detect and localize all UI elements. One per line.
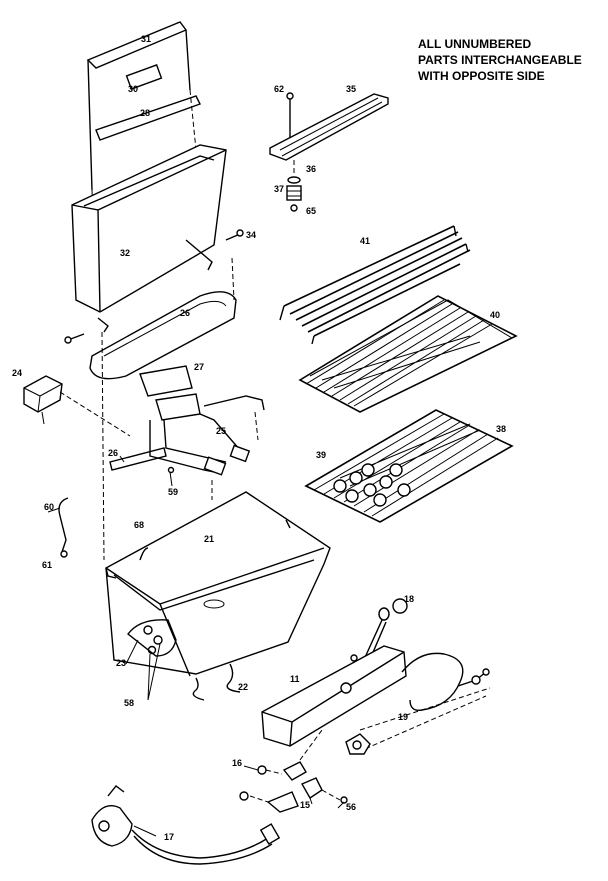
- label-60: 60: [44, 502, 54, 512]
- label-11: 11: [290, 674, 300, 684]
- label-36: 36: [306, 164, 316, 174]
- label-28: 28: [140, 108, 150, 118]
- label-19: 19: [398, 712, 408, 722]
- label-21: 21: [204, 534, 214, 544]
- label-26-burner: 26: [180, 308, 190, 318]
- label-65: 65: [306, 206, 316, 216]
- warming-rack: [279, 225, 471, 345]
- label-41: 41: [360, 236, 370, 246]
- briquette-grate: [304, 409, 514, 523]
- label-39: 39: [316, 450, 326, 460]
- leader-lines: [47, 455, 345, 837]
- label-26-bracket: 26: [108, 448, 118, 458]
- label-16: 16: [232, 758, 242, 768]
- label-56: 56: [346, 802, 356, 812]
- part-labels: 31 30 28 32 34 62 35 36 37 65 41 40 38 3…: [12, 34, 506, 842]
- label-15: 15: [300, 800, 310, 810]
- igniter-wire: [357, 652, 491, 753]
- label-17: 17: [164, 832, 174, 842]
- label-37: 37: [274, 184, 284, 194]
- assembly-guide-lines: [101, 257, 259, 561]
- label-31: 31: [141, 34, 151, 44]
- cooking-grate: [298, 295, 518, 413]
- igniter-base: [345, 733, 371, 755]
- hood-body: [71, 144, 227, 333]
- warming-rack-bracket: [269, 92, 389, 212]
- ignitor-module: [23, 375, 131, 437]
- burner-tubes: [139, 365, 265, 476]
- briquettes: [333, 463, 411, 507]
- hood-top-assembly: [86, 21, 201, 301]
- label-32: 32: [120, 248, 130, 258]
- burner-bracket: [109, 447, 175, 487]
- label-34: 34: [246, 230, 256, 240]
- label-68: 68: [134, 520, 144, 530]
- label-22: 22: [238, 682, 248, 692]
- label-38: 38: [496, 424, 506, 434]
- label-24: 24: [12, 368, 22, 378]
- note-line-1: ALL UNNUMBERED: [418, 37, 532, 51]
- label-25: 25: [216, 426, 226, 436]
- label-23: 23: [116, 658, 126, 668]
- label-30: 30: [128, 84, 138, 94]
- interchangeable-parts-note: ALL UNNUMBERED PARTS INTERCHANGEABLE WIT…: [418, 36, 582, 84]
- valve-assembly: [239, 729, 348, 813]
- burner: [64, 291, 237, 380]
- regulator-hose: [91, 785, 281, 865]
- label-59: 59: [168, 487, 178, 497]
- label-62: 62: [274, 84, 284, 94]
- label-27: 27: [194, 362, 204, 372]
- label-58: 58: [124, 698, 134, 708]
- note-line-2: PARTS INTERCHANGEABLE: [418, 53, 582, 67]
- electrode-wire: [58, 497, 69, 558]
- label-35: 35: [346, 84, 356, 94]
- label-40: 40: [490, 310, 500, 320]
- control-panel: [261, 645, 407, 747]
- note-line-3: WITH OPPOSITE SIDE: [418, 69, 545, 83]
- firebox: [105, 491, 331, 701]
- label-18: 18: [404, 594, 414, 604]
- screw-34: [225, 229, 244, 241]
- label-61: 61: [42, 560, 52, 570]
